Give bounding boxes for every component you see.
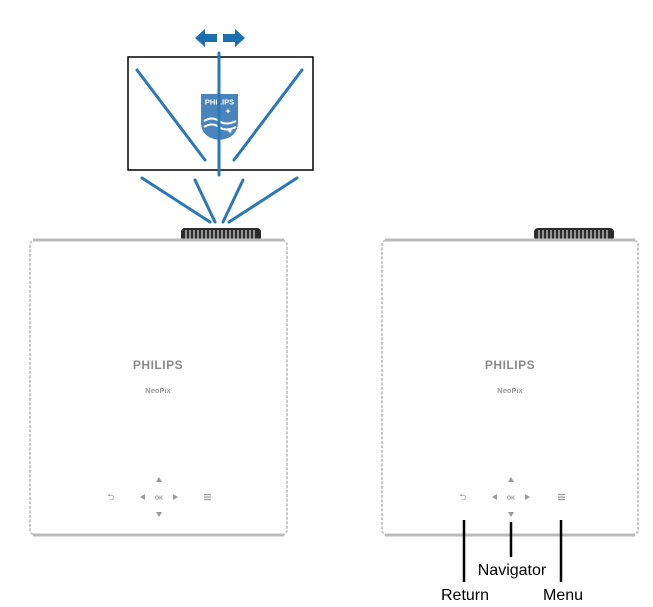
svg-text:✦: ✦ bbox=[227, 127, 234, 136]
menu-label: Menu bbox=[543, 587, 583, 604]
control-panel: ⮌ OK bbox=[107, 477, 211, 517]
arrow-right-icon[interactable] bbox=[173, 494, 178, 500]
brand-logo: PHILIPS bbox=[133, 358, 183, 372]
model-name: NeoPix bbox=[145, 386, 171, 395]
arrow-right-icon[interactable] bbox=[525, 494, 530, 500]
arrow-up-icon[interactable] bbox=[508, 477, 514, 482]
arrow-up-icon[interactable] bbox=[156, 477, 162, 482]
menu-icon[interactable] bbox=[204, 494, 211, 501]
navigator-label: Navigator bbox=[478, 562, 547, 579]
horizontal-shift-arrows-icon bbox=[195, 29, 245, 47]
svg-text:✦: ✦ bbox=[225, 107, 232, 116]
arrow-down-icon[interactable] bbox=[156, 512, 162, 517]
brand-logo: PHILIPS bbox=[485, 358, 535, 372]
return-icon[interactable]: ⮌ bbox=[107, 492, 114, 502]
left-projector: PHILIPS NeoPix ⮌ OK bbox=[29, 228, 288, 537]
model-name: NeoPix bbox=[497, 386, 523, 395]
arrow-left-icon[interactable] bbox=[492, 494, 497, 500]
return-icon[interactable]: ⮌ bbox=[459, 492, 466, 502]
menu-icon[interactable] bbox=[558, 494, 565, 501]
projector-body bbox=[29, 238, 288, 537]
projection-beams bbox=[135, 51, 304, 224]
lens-focus-ring[interactable] bbox=[534, 228, 614, 241]
ok-button[interactable]: OK bbox=[155, 496, 163, 502]
lens-focus-ring[interactable] bbox=[181, 228, 261, 241]
right-projector: PHILIPS NeoPix ⮌ OK Navigator Return Men… bbox=[381, 228, 639, 604]
return-label: Return bbox=[441, 587, 489, 604]
control-panel: ⮌ OK bbox=[459, 477, 565, 517]
arrow-down-icon[interactable] bbox=[508, 512, 514, 517]
arrow-left-icon[interactable] bbox=[140, 494, 145, 500]
ok-button[interactable]: OK bbox=[507, 496, 515, 502]
callout-lines bbox=[462, 520, 563, 582]
